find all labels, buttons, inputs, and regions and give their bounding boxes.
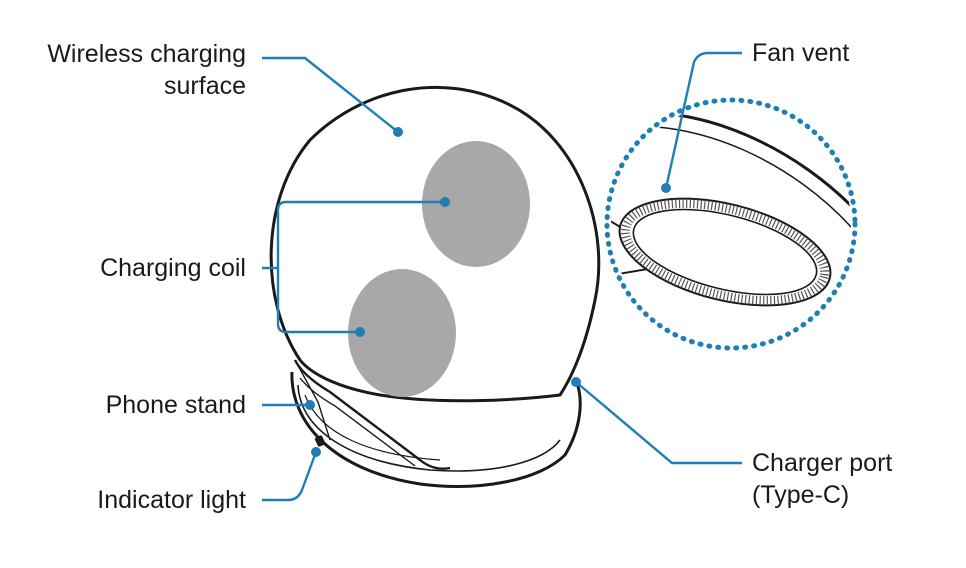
dot-fan-vent <box>661 183 671 193</box>
label-charging-coil: Charging coil <box>100 252 246 284</box>
label-fan-vent-text: Fan vent <box>752 39 850 67</box>
charging-coil-lower <box>348 269 456 397</box>
dot-phone-stand <box>305 400 315 410</box>
label-charger-port: Charger port (Type-C) <box>752 447 892 511</box>
stand-ledge-front <box>295 361 331 441</box>
leader-lines <box>262 51 742 502</box>
label-wireless-surface-line2: surface <box>164 72 246 100</box>
label-charger-port-line1: Charger port <box>752 449 893 477</box>
charging-coil-upper <box>422 141 530 267</box>
leader-fan-vent <box>664 51 742 189</box>
leader-dots <box>305 127 671 457</box>
leader-wireless-surface <box>262 56 399 133</box>
label-charger-port-line2: (Type-C) <box>752 481 850 509</box>
leader-charger-port <box>575 381 742 465</box>
leader-indicator-light <box>262 451 318 502</box>
fan-vent-zoom <box>604 97 858 351</box>
dot-coil-upper <box>440 197 450 207</box>
label-indicator-light: Indicator light <box>97 484 246 516</box>
stand-ledge-outline <box>293 359 451 470</box>
label-phone-stand: Phone stand <box>106 389 246 421</box>
fan-vent-ring-inner <box>632 208 818 296</box>
dot-indicator-light <box>311 447 321 457</box>
label-phone-stand-text: Phone stand <box>105 391 246 419</box>
phone-stand-shape <box>293 359 451 470</box>
base-inner-rim-2 <box>304 394 441 461</box>
fan-vent-ring-texture <box>620 199 830 305</box>
base-outer-outline <box>290 371 582 488</box>
dot-charger-port <box>571 377 581 387</box>
label-fan-vent: Fan vent <box>752 37 849 69</box>
label-wireless-surface-line1: Wireless charging <box>47 40 246 68</box>
dot-wireless-surface <box>393 127 403 137</box>
base-inner-rim <box>297 384 561 472</box>
dot-coil-lower <box>355 327 365 337</box>
label-wireless-charging-surface: Wireless charging surface <box>47 38 246 102</box>
leader-charging-coil <box>262 200 445 334</box>
label-charging-coil-text: Charging coil <box>100 254 246 282</box>
label-indicator-light-text: Indicator light <box>97 486 246 514</box>
indicator-light-slot <box>314 435 326 447</box>
stand-ledge-inner <box>299 377 416 467</box>
